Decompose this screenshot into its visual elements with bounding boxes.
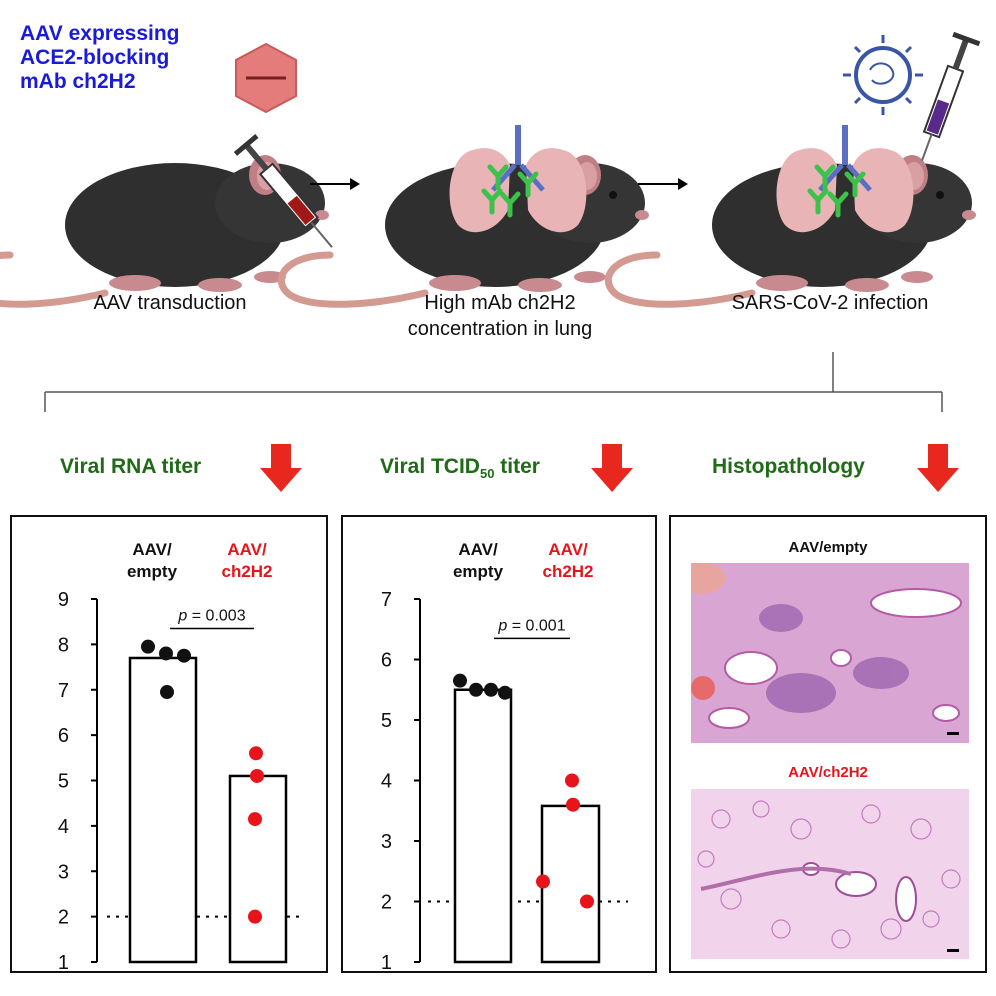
y-tick-label: 2 [381,892,392,914]
group-label-control: AAV/ empty [112,539,192,583]
histology-label-treated: AAV/ch2H2 [788,764,868,781]
step-label-line: High mAb ch2H2 [424,292,576,314]
syringe-icon [921,31,981,162]
group-label-line: ch2H2 [221,562,273,581]
y-tick-label: 8 [58,634,69,656]
data-point [248,812,262,827]
y-tick-label: 6 [58,725,69,747]
down-arrows [260,444,959,492]
readout-histo: Histopathology [712,455,865,478]
p-value-label: p = 0.001 [497,617,565,634]
y-tick-label: 4 [58,816,69,838]
p-value-label: p = 0.003 [177,607,245,624]
down-arrow-icon [260,444,302,492]
data-point [249,746,263,761]
data-point [469,682,483,697]
y-tick-label: 1 [381,952,392,971]
group-label-line: ch2H2 [542,562,594,581]
data-point [177,648,191,663]
aav-title-line: ACE2-blocking [20,46,170,69]
group-label-line: empty [452,562,504,581]
aav-title-line: AAV expressing [20,22,180,45]
group-label-line: empty [126,562,178,581]
data-point [565,773,579,788]
group-label-line: AAV/ [227,540,267,559]
group-label-treated: AAV/ ch2H2 [207,539,287,583]
y-tick-label: 5 [381,710,392,732]
step-label-concentration: High mAb ch2H2 concentration in lung [365,290,635,342]
bar [540,804,601,964]
y-tick-label: 3 [381,831,392,853]
y-tick-label: 3 [58,861,69,883]
group-label-line: AAV/ [458,540,498,559]
step-label-line: AAV transduction [93,292,247,314]
bar [453,688,513,964]
bar [128,656,198,964]
histology-image-treated [691,789,969,959]
data-point [566,797,580,812]
chart-rna: 1 2 3 4 5 6 7 8 9 p = 0.003 [58,589,302,971]
arrow-right-icon [638,178,688,190]
chart-panel-tcid: AAV/ empty AAV/ ch2H2 1 2 3 4 5 6 7 p = 0.001 [341,515,657,973]
data-point [248,909,262,924]
step-label-line: concentration in lung [407,318,593,340]
histology-panel: AAV/empty AAV/ch2H2 [669,515,987,973]
chart-panel-rna: AAV/ empty AAV/ ch2H2 1 2 3 4 5 6 7 8 9 p = 0.003 [10,515,328,973]
data-point [536,874,550,889]
data-point [498,685,512,700]
readout-tcid-suffix: titer [494,455,540,478]
y-tick-label: 9 [58,589,69,611]
y-tick-label: 2 [58,907,69,929]
group-label-line: AAV/ [132,540,172,559]
virus-icon [843,35,923,115]
y-tick-label: 4 [381,771,392,793]
data-point [580,894,594,909]
y-tick-label: 5 [58,771,69,793]
step-label-line: SARS-CoV-2 infection [731,292,929,314]
readout-tcid-sub: 50 [479,466,495,482]
data-point [484,682,498,697]
down-arrow-icon [591,444,633,492]
bar [228,774,288,964]
group-label-treated: AAV/ ch2H2 [528,539,608,583]
data-point [159,646,173,661]
readout-tcid: Viral TCID50 titer [380,455,540,481]
down-arrow-icon [917,444,959,492]
histology-label-control: AAV/empty [788,539,868,556]
workflow-illustration [0,31,981,412]
y-tick-label: 6 [381,650,392,672]
readout-rna: Viral RNA titer [60,455,202,478]
histology-image-control [691,563,969,743]
chart-tcid: 1 2 3 4 5 6 7 p = 0.001 [381,589,628,971]
step-label-transduction: AAV transduction [40,290,300,316]
y-tick-label: 7 [381,589,392,611]
data-point [141,639,155,654]
step-label-infection: SARS-CoV-2 infection [690,290,970,316]
readout-tcid-prefix: Viral TCID [380,455,480,478]
y-tick-label: 7 [58,680,69,702]
aav-title-line: mAb ch2H2 [20,70,136,93]
data-point [160,685,174,700]
aav-title: AAV expressing ACE2-blocking mAb ch2H2 [20,22,220,94]
group-label-line: AAV/ [548,540,588,559]
data-point [250,768,264,783]
arrow-right-icon [310,178,360,190]
data-point [453,673,467,688]
group-label-control: AAV/ empty [438,539,518,583]
bracket [44,352,943,412]
y-tick-label: 1 [58,952,69,971]
